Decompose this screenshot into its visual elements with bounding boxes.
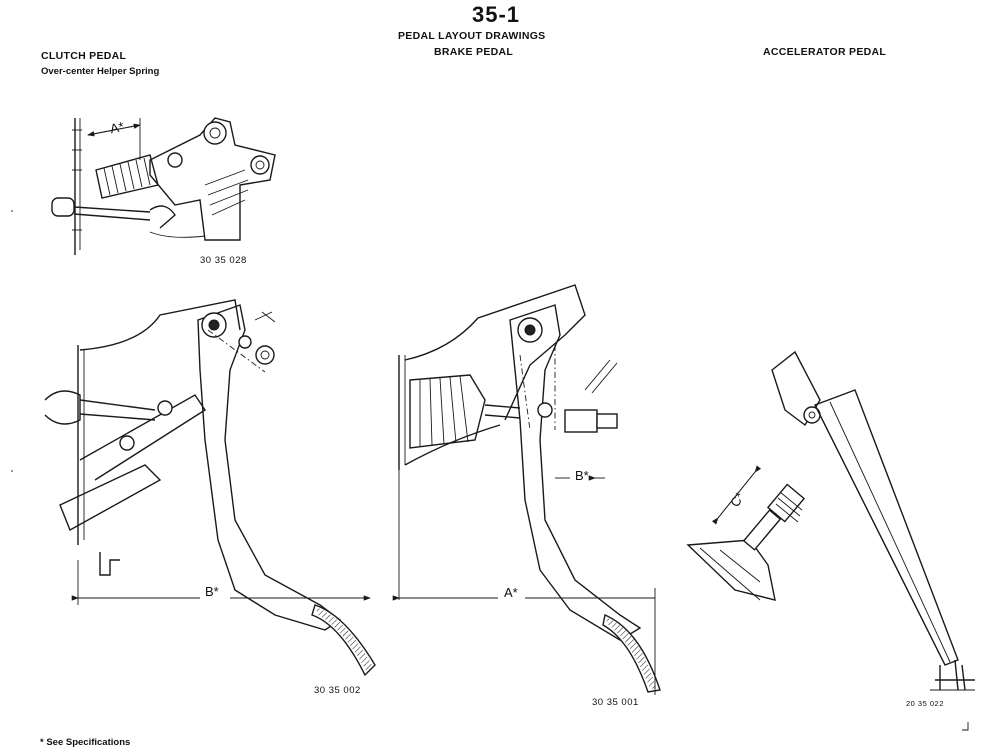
clutch-pedal-drawing	[44, 299, 376, 677]
clutch-part-number: 30 35 002	[314, 685, 361, 696]
accelerator-pedal-heading: ACCELERATOR PEDAL	[763, 46, 887, 58]
clutch-pedal-heading: CLUTCH PEDAL	[41, 50, 127, 62]
page-title: PEDAL LAYOUT DRAWINGS	[398, 30, 546, 42]
brake-dim-b-label: B*	[575, 468, 589, 483]
brake-part-number: 30 35 001	[592, 697, 639, 708]
clutch-inset-part-number: 30 35 028	[200, 255, 247, 266]
clutch-dim-b-label: B*	[205, 584, 219, 599]
accelerator-pedal-drawing	[686, 350, 975, 691]
accelerator-part-number: 20 35 022	[906, 699, 944, 708]
clutch-helper-spring-inset	[51, 117, 276, 255]
brake-pedal-drawing	[392, 284, 661, 695]
clutch-subheading: Over-center Helper Spring	[41, 66, 160, 77]
brake-pedal-heading: BRAKE PEDAL	[434, 46, 514, 58]
footnote: * See Specifications	[40, 737, 131, 748]
page-number: 35-1	[471, 2, 521, 27]
brake-dim-a-label: A*	[504, 585, 518, 600]
